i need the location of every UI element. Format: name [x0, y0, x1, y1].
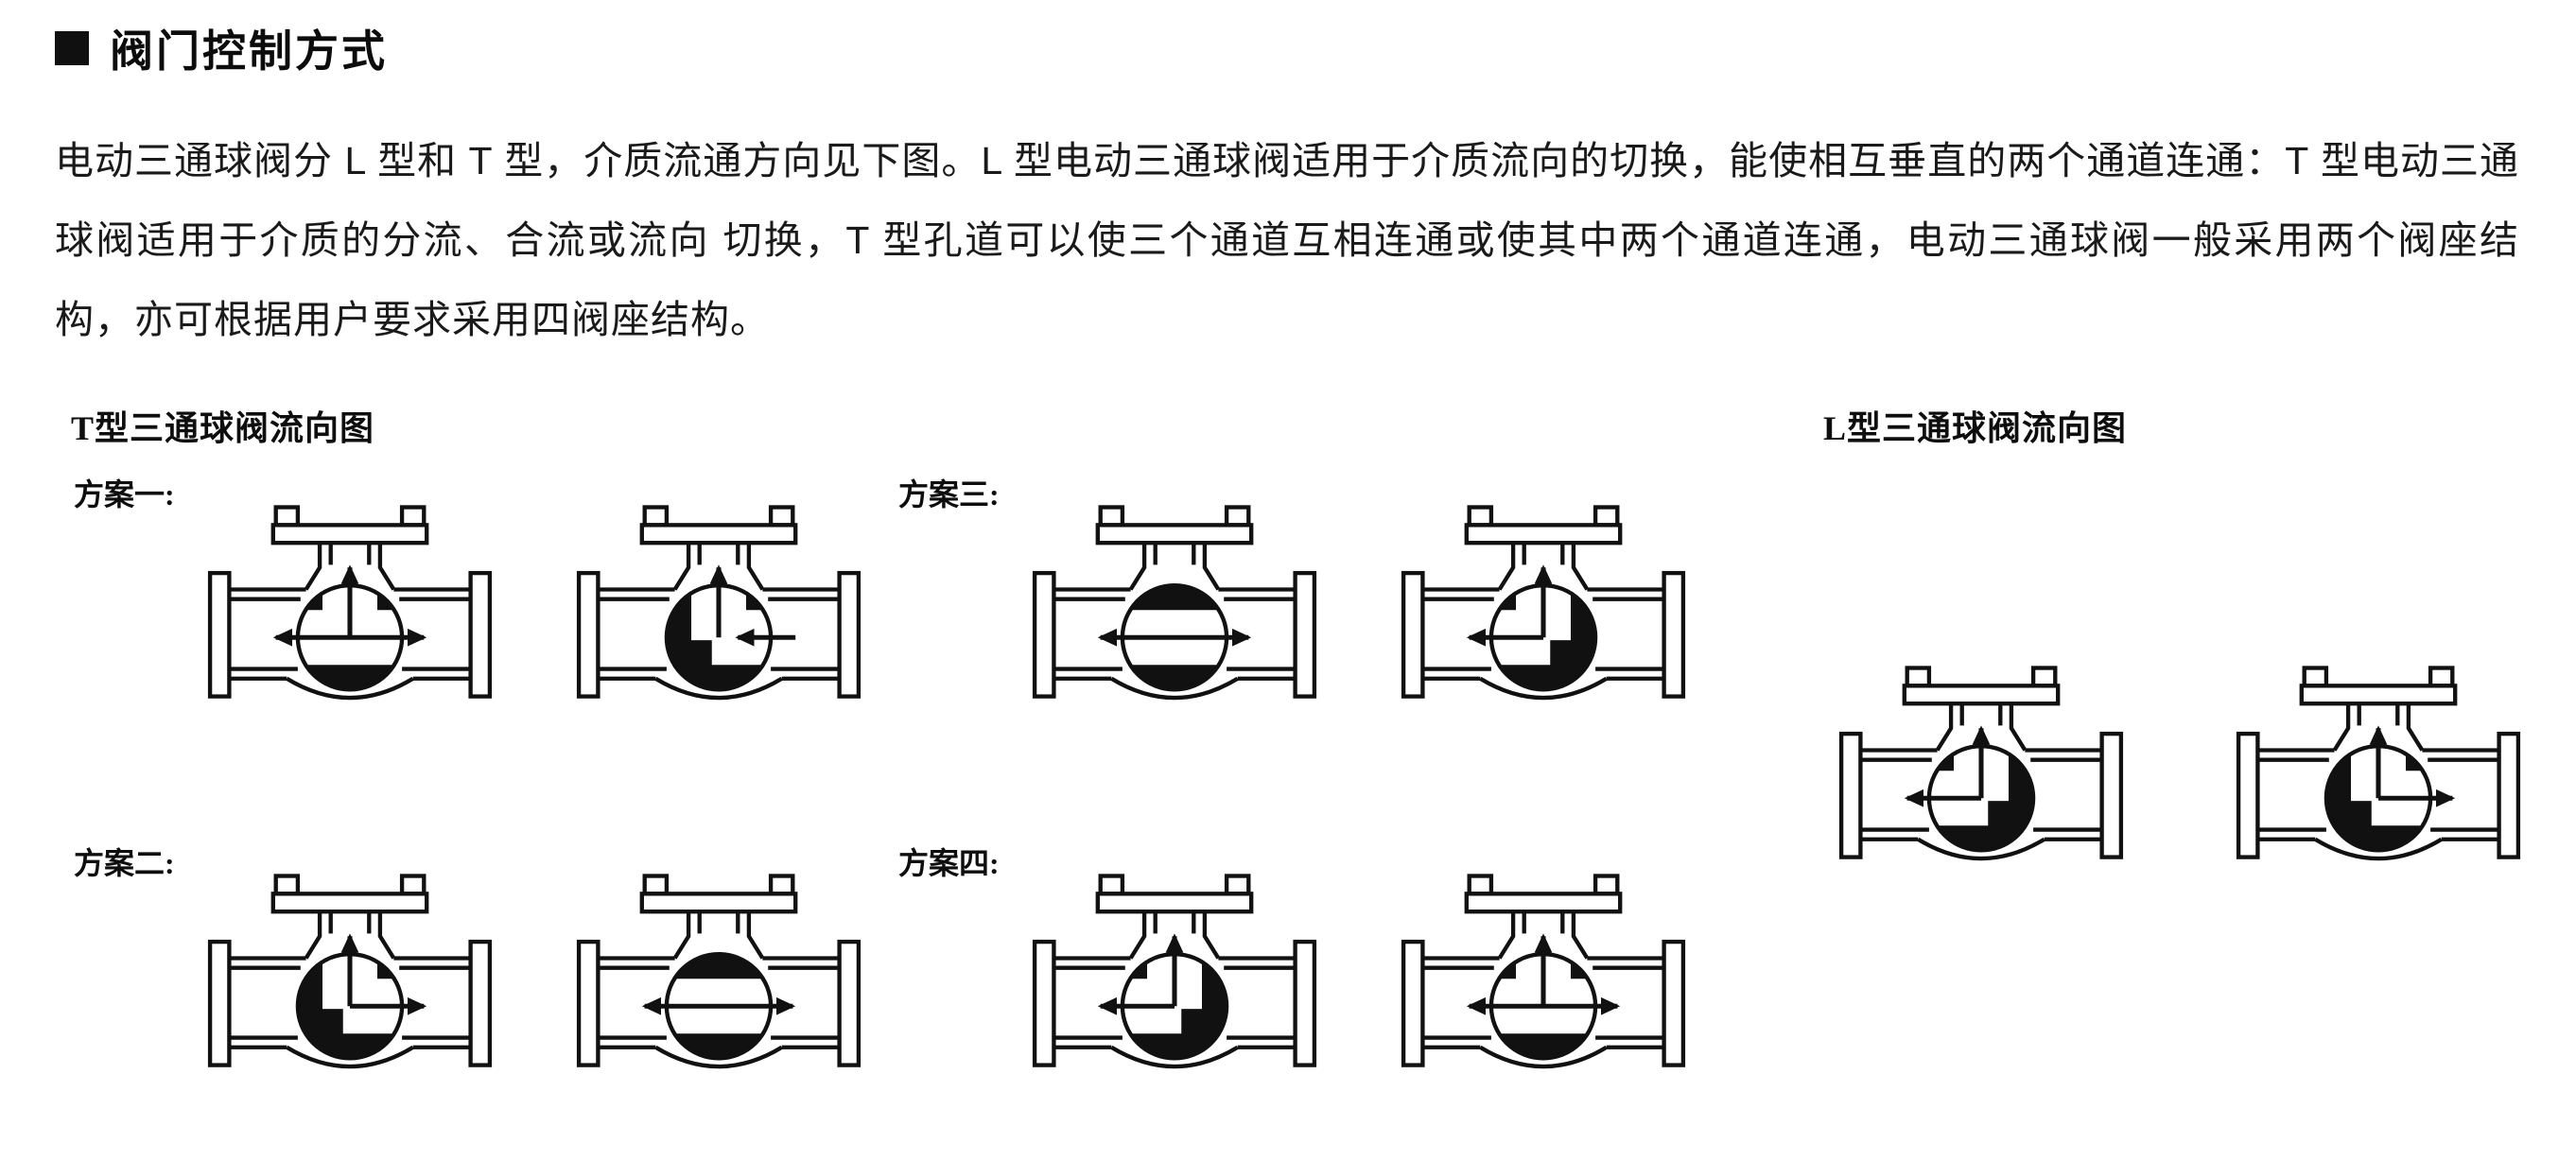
valve-diagram [2227, 654, 2530, 928]
valve-diagram [567, 862, 870, 1136]
t-section-title: T型三通球阀流向图 [71, 409, 375, 447]
section-header: 阀门控制方式 [55, 17, 388, 79]
scheme-4-label: 方案四: [898, 846, 1000, 880]
scheme-3-block: 方案三: [898, 471, 1712, 783]
valve-diagram [1830, 654, 2132, 928]
intro-paragraph: 电动三通球阀分 L 型和 T 型，介质流通方向见下图。L 型电动三通球阀适用于介… [55, 139, 2519, 341]
valve-diagram [1392, 494, 1695, 768]
valve-diagram [1023, 494, 1326, 768]
l-section-title: L型三通球阀流向图 [1823, 409, 2128, 447]
valve-diagram [199, 862, 501, 1136]
valve-diagram [1023, 862, 1326, 1136]
scheme-3-label: 方案三: [898, 477, 1000, 511]
square-bullet-icon [55, 31, 89, 65]
valve-diagram [1392, 862, 1695, 1136]
scheme-2-label: 方案二: [74, 846, 175, 880]
scheme-2-block: 方案二: [74, 840, 887, 1152]
valve-diagram [567, 494, 870, 768]
valve-diagram [199, 494, 501, 768]
scheme-1-block: 方案一: [74, 471, 887, 783]
scheme-1-label: 方案一: [74, 477, 175, 511]
scheme-4-block: 方案四: [898, 840, 1712, 1152]
page-title: 阀门控制方式 [110, 26, 388, 76]
